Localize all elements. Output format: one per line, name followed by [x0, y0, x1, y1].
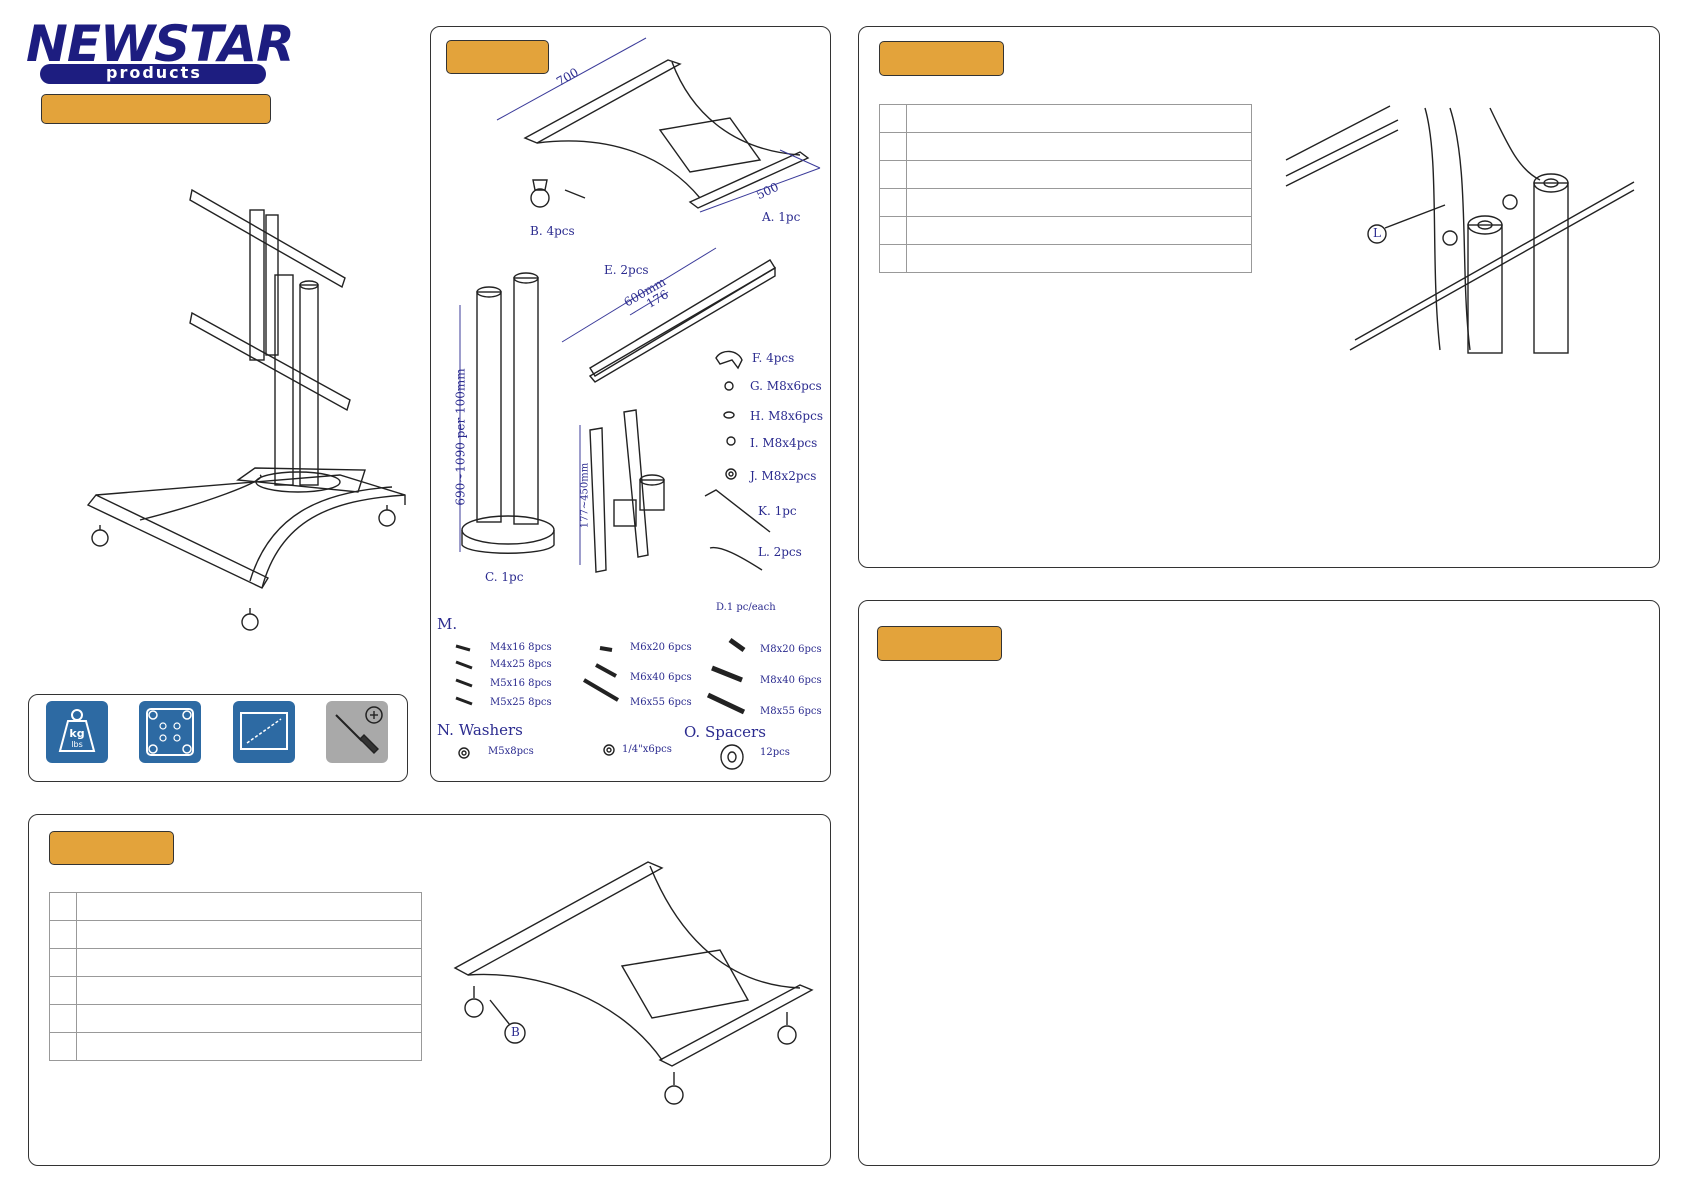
screw-m5x16: M5x16 8pcs [490, 678, 552, 689]
washer-quarter-inch: 1/4"x6pcs [622, 744, 672, 755]
step-row [879, 160, 1252, 189]
step-3-panel [858, 600, 1660, 1166]
svg-text:lbs: lbs [71, 740, 82, 749]
step-1-callout-b: B [511, 1025, 520, 1039]
part-label-a: A. 1pc [762, 210, 801, 224]
step-row [49, 948, 422, 977]
part-label-h: H. M8x6pcs [750, 409, 823, 423]
screw-m5x25: M5x25 8pcs [490, 697, 552, 708]
washers-title: N. Washers [437, 721, 523, 739]
product-overview-drawing [86, 188, 406, 631]
step-row [879, 188, 1252, 217]
step-row [49, 920, 422, 949]
screwdriver-icon [326, 701, 388, 763]
screw-m4x25: M4x25 8pcs [490, 659, 552, 670]
part-label-b: B. 4pcs [530, 224, 575, 238]
svg-text:kg: kg [69, 727, 84, 740]
screw-m8x20: M8x20 6pcs [760, 644, 822, 655]
brand-subtitle: products [106, 63, 202, 82]
step-1-base-drawing [453, 861, 814, 1105]
screw-m8x55: M8x55 6pcs [760, 706, 822, 717]
part-label-e: E. 2pcs [604, 263, 649, 277]
brand-bar [40, 64, 266, 84]
step-1-instructions-table [49, 892, 422, 1061]
step-row [49, 1032, 422, 1061]
parts-drawings [455, 37, 821, 770]
screw-m8x40: M8x40 6pcs [760, 675, 822, 686]
screen-size-icon [233, 701, 295, 763]
screws-title: M. [437, 615, 458, 633]
part-label-d: D.1 pc/each [716, 602, 776, 613]
weight-capacity-icon: kg lbs [46, 701, 108, 763]
spacers-title: O. Spacers [684, 723, 766, 741]
step-row [49, 1004, 422, 1033]
screw-m6x20: M6x20 6pcs [630, 642, 692, 653]
screw-m4x16: M4x16 8pcs [490, 642, 552, 653]
parts-list-panel [430, 26, 831, 782]
step-2-callout-l: L [1373, 226, 1381, 240]
spacer-count: 12pcs [760, 747, 790, 758]
part-label-g: G. M8x6pcs [750, 379, 822, 393]
step-2-tab [879, 41, 1004, 76]
step-row [49, 976, 422, 1005]
step-2-bracket-drawing [1285, 105, 1635, 354]
part-label-j: J. M8x2pcs [750, 469, 817, 483]
vesa-pattern-icon [139, 701, 201, 763]
step-row [879, 132, 1252, 161]
part-label-c: C. 1pc [485, 570, 524, 584]
part-label-i: I. M8x4pcs [750, 436, 818, 450]
step-row [879, 216, 1252, 245]
step-2-instructions-table [879, 104, 1252, 273]
step-row [49, 892, 422, 921]
part-label-f: F. 4pcs [752, 351, 795, 365]
step-1-tab [49, 831, 174, 865]
screw-m6x55: M6x55 6pcs [630, 697, 692, 708]
screw-m6x40: M6x40 6pcs [630, 672, 692, 683]
step-row [879, 244, 1252, 273]
title-tab [41, 94, 271, 124]
brand-name: NEWSTAR [26, 15, 295, 73]
parts-tab [446, 40, 549, 74]
part-label-l: L. 2pcs [758, 545, 802, 559]
part-label-k: K. 1pc [758, 504, 797, 518]
step-row [879, 104, 1252, 133]
washer-m5: M5x8pcs [488, 746, 534, 757]
dim-bracket-range: 177~450mm [579, 462, 591, 529]
step-3-tab [877, 626, 1002, 661]
dim-pole-range: 690~1090 per 100mm [453, 368, 468, 506]
